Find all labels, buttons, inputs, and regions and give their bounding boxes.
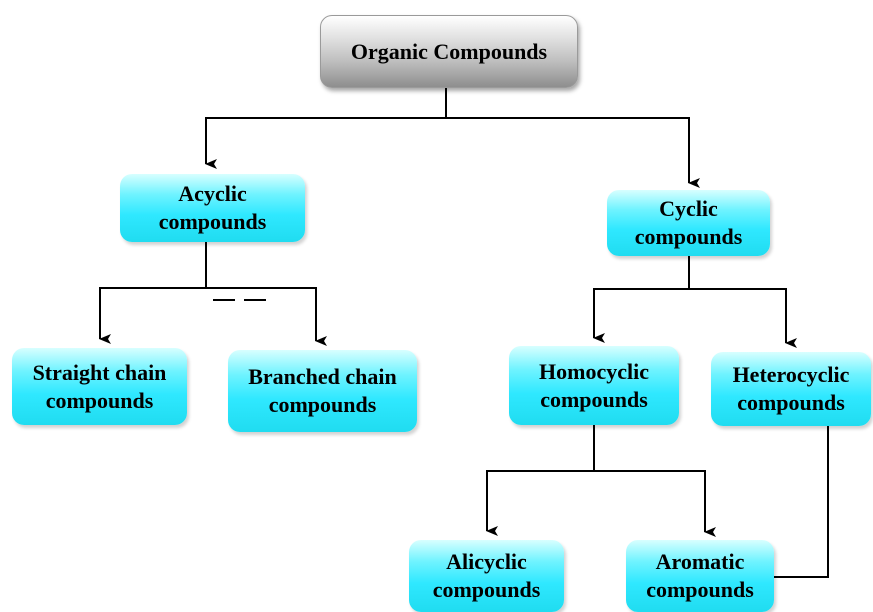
homocyclic-compounds-node: Homocyclic compounds xyxy=(509,346,679,425)
organic-compounds-node: Organic Compounds xyxy=(320,15,578,88)
root-to-acyclic-connector xyxy=(205,117,446,169)
homocyclic-to-aromatic-connector xyxy=(594,470,716,537)
branched-chain-compounds-node: Branched chain compounds xyxy=(228,350,417,432)
cyclic-compounds-node: Cyclic compounds xyxy=(607,190,770,256)
aromatic-compounds-node: Aromatic compounds xyxy=(626,540,774,612)
straight-chain-compounds-node: Straight chain compounds xyxy=(12,348,187,425)
acyclic-to-branched-connector xyxy=(206,287,327,346)
acyclic-compounds-node: Acyclic compounds xyxy=(120,174,305,242)
cyclic-to-homocyclic-connector xyxy=(593,288,689,343)
alicyclic-compounds-node: Alicyclic compounds xyxy=(409,540,564,612)
homocyclic-to-alicyclic-connector xyxy=(486,470,594,536)
heterocyclic-compounds-node: Heterocyclic compounds xyxy=(711,352,871,426)
acyclic-to-straight-connector xyxy=(99,287,206,344)
cyclic-to-heterocyclic-connector xyxy=(689,288,797,348)
root-to-cyclic-connector xyxy=(446,117,700,188)
heterocyclic-to-aromatic-connector xyxy=(774,426,829,578)
